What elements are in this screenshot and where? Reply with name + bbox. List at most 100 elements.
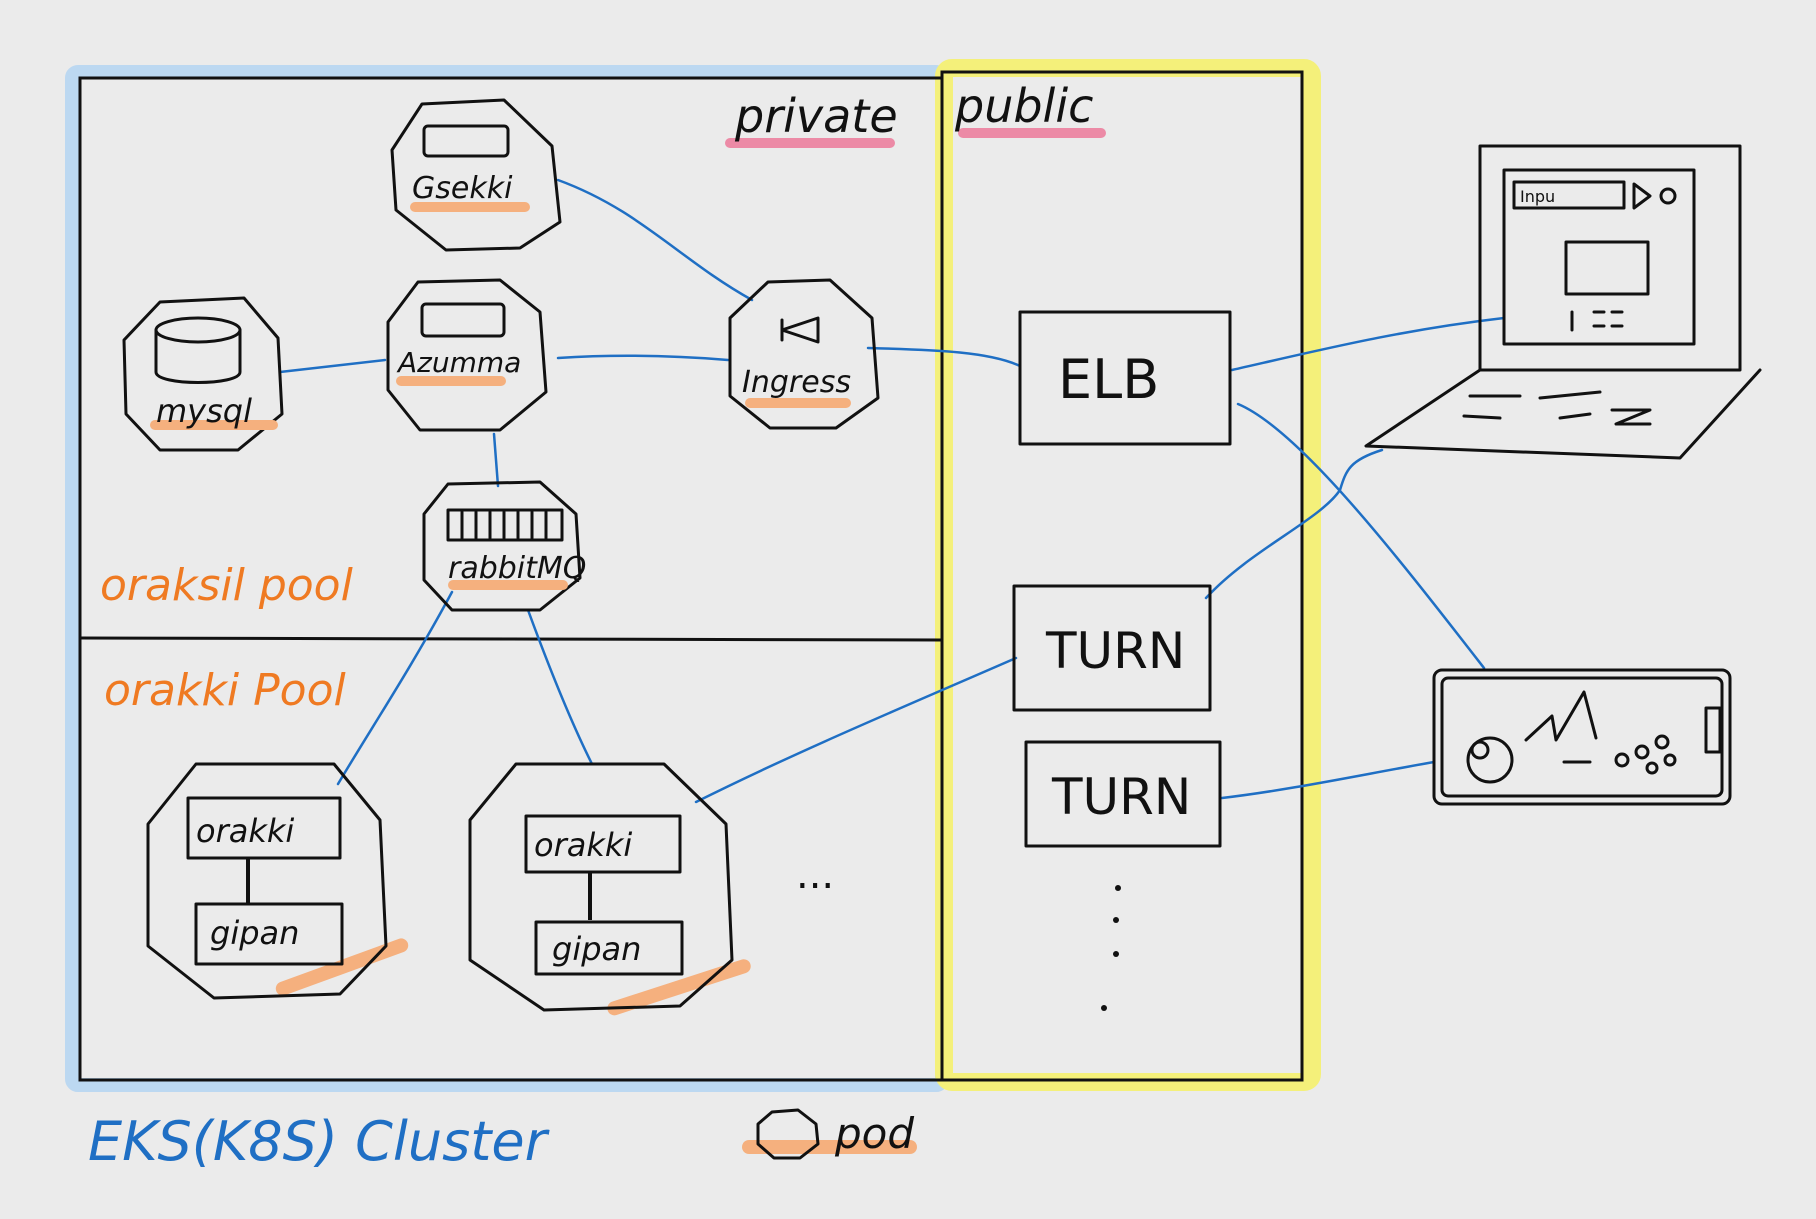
laptop-video-box — [1564, 240, 1650, 296]
pod-orakki-2-gipan-label: gipan — [552, 930, 641, 968]
oraksil-pool-label: oraksil pool — [100, 560, 354, 611]
pod-ingress-outline — [728, 278, 880, 430]
public-zone-label: public — [954, 79, 1093, 133]
link-mysql-azumma — [278, 358, 387, 374]
pod-ingress[interactable]: Ingress — [728, 278, 880, 430]
pod-azumma-outline — [386, 278, 548, 432]
pod-gsekki[interactable]: Gsekki — [390, 98, 562, 252]
service-turn-2-label: TURN — [1051, 768, 1191, 826]
service-turn-2-box — [1024, 740, 1222, 848]
pod-ingress-underline — [745, 398, 851, 408]
public-underline — [958, 128, 1106, 138]
cluster-label: EKS(K8S) Cluster — [88, 1110, 550, 1173]
laptop-controls — [1570, 310, 1624, 332]
dot — [1115, 885, 1121, 891]
link-rabbitmq-orakki1 — [336, 590, 454, 786]
button-icon — [1634, 744, 1650, 760]
link-turn-laptop — [1204, 448, 1384, 600]
laptop-screen — [1478, 144, 1742, 372]
link-azumma-rabbitmq — [492, 432, 500, 488]
service-turn-1[interactable]: TURN — [1012, 584, 1212, 712]
pod-azumma-screen — [420, 302, 506, 338]
legend-pod-icon — [756, 1108, 820, 1160]
pod-rabbitmq-label: rabbitMQ — [448, 551, 586, 586]
arcade-inner — [1440, 676, 1724, 798]
pod-rabbitmq[interactable]: rabbitMQ — [422, 480, 586, 612]
legend-pod-label: pod — [834, 1109, 914, 1158]
service-turn-1-box — [1012, 584, 1212, 712]
arcade-slot — [1704, 706, 1722, 754]
button-icon — [1663, 753, 1677, 767]
private-underline — [725, 138, 895, 148]
service-elb-box — [1018, 310, 1232, 446]
arcade-device-icon[interactable] — [1432, 668, 1732, 806]
service-turn-2[interactable]: TURN — [1024, 740, 1222, 848]
pod-gsekki-outline — [390, 98, 562, 252]
public-zone-highlight — [935, 59, 1321, 1091]
pod-mysql-underline — [150, 420, 278, 430]
dot — [1101, 1005, 1107, 1011]
queue-icon-bars — [460, 510, 548, 540]
pod-orakki-1-gipan-label: gipan — [210, 914, 299, 952]
turn-ellipsis — [1101, 885, 1121, 1011]
service-elb-label: ELB — [1058, 348, 1159, 411]
pod-orakki-2-gipan-box — [534, 920, 684, 976]
legend-underline — [742, 1140, 917, 1154]
laptop-search-text: Inpu — [1520, 187, 1555, 206]
pod-orakki-2[interactable]: orakki gipan — [468, 762, 753, 1017]
joystick-icon — [1466, 736, 1514, 784]
button-icon — [1614, 752, 1630, 768]
database-icon-body — [154, 328, 242, 384]
link-orakki2-turn — [694, 656, 1018, 804]
link-turn2-arcade — [1220, 760, 1436, 800]
pod-orakki-1[interactable]: orakki gipan — [146, 762, 410, 1000]
pod-azumma[interactable]: Azumma — [386, 278, 548, 432]
link-rabbitmq-orakki2 — [526, 608, 594, 766]
pod-ingress-label: Ingress — [742, 365, 851, 400]
laptop-inner — [1502, 168, 1696, 346]
pod-azumma-label: Azumma — [396, 346, 521, 379]
laptop-search-box — [1512, 180, 1626, 210]
ingress-arrow-icon — [780, 316, 820, 344]
pod-orakki-1-underline — [275, 938, 409, 996]
record-icon — [1659, 187, 1677, 205]
pod-ellipsis: ... — [796, 852, 834, 898]
public-zone-frame — [940, 70, 1304, 1082]
pod-gsekki-underline — [410, 202, 530, 212]
pod-orakki-1-orakki-label: orakki — [196, 812, 294, 850]
link-elb-laptop — [1230, 316, 1506, 372]
pod-orakki-1-orakki-box — [186, 796, 342, 860]
service-turn-1-label: TURN — [1045, 622, 1185, 680]
pod-orakki-1-gipan-box — [194, 902, 344, 966]
pod-azumma-underline — [396, 376, 506, 386]
legend: pod — [742, 1108, 917, 1160]
laptop-keyboard — [1462, 390, 1652, 426]
pod-mysql-label: mysql — [156, 392, 252, 430]
pod-orakki-2-orakki-box — [524, 814, 682, 874]
joystick-knob — [1470, 740, 1490, 760]
pod-orakki-2-orakki-label: orakki — [534, 826, 632, 864]
button-icon — [1645, 761, 1659, 775]
connectors — [278, 178, 1506, 804]
service-elb[interactable]: ELB — [1018, 310, 1232, 446]
link-ingress-elb — [866, 346, 1022, 368]
queue-icon — [446, 508, 564, 542]
link-elb-arcade — [1236, 402, 1486, 670]
pod-gsekki-screen — [422, 124, 510, 158]
pod-mysql[interactable]: mysql — [122, 296, 284, 452]
play-icon — [1632, 182, 1652, 210]
private-zone-label: private — [734, 89, 898, 143]
pod-gsekki-label: Gsekki — [412, 171, 513, 206]
laptop-icon[interactable]: Inpu — [1364, 144, 1762, 460]
laptop-base — [1364, 368, 1762, 460]
pod-orakki-2-outline — [468, 762, 734, 1012]
link-azumma-ingress — [556, 354, 730, 362]
waveform-icon — [1524, 690, 1598, 764]
pool-divider — [79, 636, 943, 642]
arcade-body — [1432, 668, 1732, 806]
pod-mysql-outline — [122, 296, 284, 452]
database-icon-top — [154, 316, 242, 344]
link-gsekki-ingress — [556, 178, 754, 302]
